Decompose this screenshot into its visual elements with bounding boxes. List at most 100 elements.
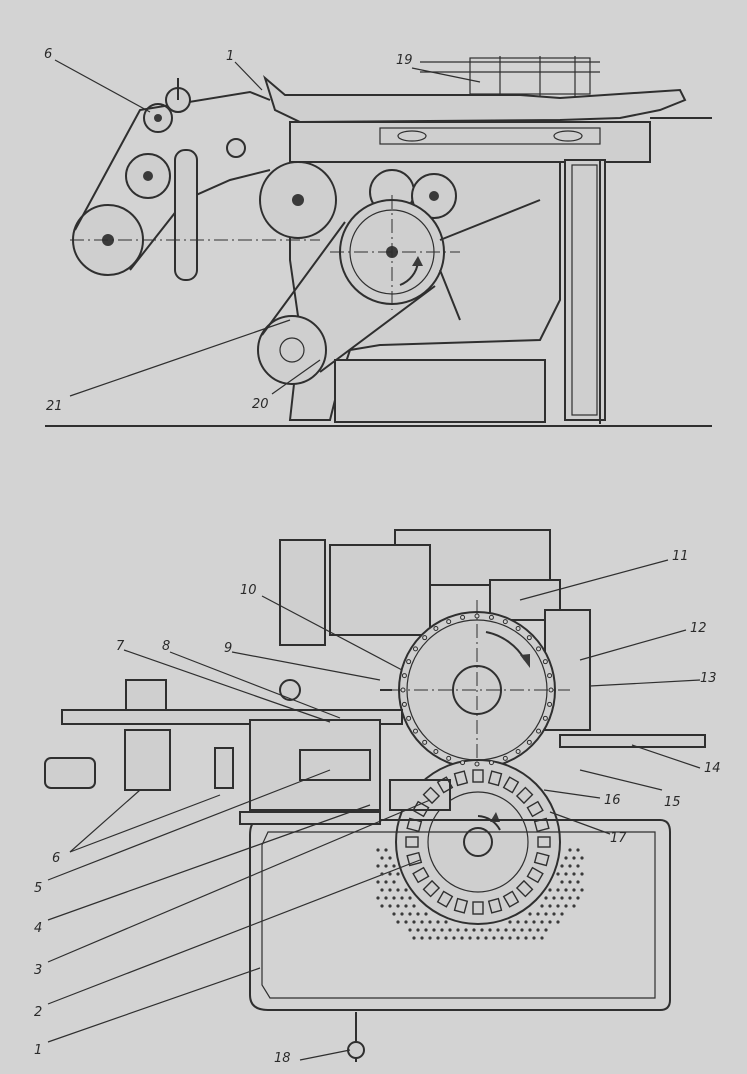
disc-cell xyxy=(533,851,550,867)
right-column-inner xyxy=(571,164,598,416)
perforation-hole xyxy=(420,920,424,924)
perforation-hole xyxy=(400,896,404,900)
lower-disc-cells xyxy=(405,769,551,915)
leader-14 xyxy=(631,744,701,769)
perforation-hole xyxy=(400,912,404,916)
perforation-hole xyxy=(452,936,456,940)
perforation-hole xyxy=(580,856,584,860)
lower-disc-hub xyxy=(463,827,493,857)
disc-cell xyxy=(453,897,469,914)
perforation-hole xyxy=(376,848,380,852)
perforation-hole xyxy=(568,864,572,868)
leader-7 xyxy=(123,649,331,723)
perforation-hole xyxy=(396,904,400,908)
disc-pin xyxy=(502,755,508,761)
perforation-hole xyxy=(492,936,496,940)
disc-cell xyxy=(537,836,551,848)
perforation-hole xyxy=(424,928,428,932)
perforation-hole xyxy=(500,936,504,940)
perforation-hole xyxy=(412,936,416,940)
perforation-pattern xyxy=(376,848,584,940)
perforation-hole xyxy=(556,920,560,924)
label-21: 21 xyxy=(46,399,63,414)
drive-arrow-head xyxy=(412,256,423,266)
perforation-hole xyxy=(560,880,564,884)
upper-table-top xyxy=(263,75,687,124)
leader-15 xyxy=(579,769,663,791)
perforation-hole xyxy=(404,904,408,908)
perforation-hole xyxy=(464,928,468,932)
label-10: 10 xyxy=(240,583,257,598)
perforation-hole xyxy=(376,864,380,868)
label-2: 2 xyxy=(34,1005,42,1020)
perforation-hole xyxy=(444,936,448,940)
left-cylinder xyxy=(214,747,234,789)
left-arm-bar-2 xyxy=(559,734,706,748)
feed-guide xyxy=(174,149,198,281)
perforation-hole xyxy=(380,904,384,908)
label-1-top: 1 xyxy=(226,49,234,64)
leader-12 xyxy=(579,629,687,661)
perforation-hole xyxy=(540,936,544,940)
perforation-hole xyxy=(568,880,572,884)
label-8: 8 xyxy=(162,639,170,654)
rail-assembly xyxy=(469,57,591,95)
perforation-hole xyxy=(392,864,396,868)
disc-pin xyxy=(400,687,406,693)
perforation-hole xyxy=(544,912,548,916)
leader-2 xyxy=(47,859,421,1005)
perforation-hole xyxy=(412,920,416,924)
label-16: 16 xyxy=(604,793,621,808)
upper-frame-slot xyxy=(379,127,601,145)
upper-slot-eye-2 xyxy=(553,130,583,142)
main-disc-pins xyxy=(400,613,554,767)
base-pedestal xyxy=(334,359,546,423)
perforation-hole xyxy=(376,880,380,884)
perforation-hole xyxy=(552,912,556,916)
roller-top-left-hub xyxy=(154,114,162,122)
lower-disc-inner xyxy=(427,791,529,893)
perforation-hole xyxy=(380,888,384,892)
left-box-1 xyxy=(125,679,167,711)
disc-cell xyxy=(472,769,484,783)
perforation-hole xyxy=(556,888,560,892)
label-4: 4 xyxy=(34,921,42,936)
perforation-hole xyxy=(476,936,480,940)
perforation-hole xyxy=(544,928,548,932)
perforation-hole xyxy=(580,872,584,876)
perforation-hole xyxy=(516,936,520,940)
disc-pin xyxy=(515,749,521,755)
disc-pin xyxy=(433,625,439,631)
disc-pin xyxy=(433,749,439,755)
perforation-hole xyxy=(564,904,568,908)
perforation-hole xyxy=(468,936,472,940)
perforation-hole xyxy=(388,904,392,908)
tension-wheel xyxy=(226,138,246,158)
perforation-hole xyxy=(580,888,584,892)
disc-pin xyxy=(547,673,553,679)
label-1-bottom: 1 xyxy=(34,1043,42,1058)
pulley-lower-hub xyxy=(279,337,305,363)
perforation-hole xyxy=(516,920,520,924)
label-14: 14 xyxy=(704,761,721,776)
disc-pin xyxy=(460,760,466,766)
disc-pin xyxy=(526,635,532,641)
label-18: 18 xyxy=(274,1051,291,1066)
leader-11 xyxy=(519,559,669,601)
disc-cell xyxy=(533,817,550,833)
disc-cell xyxy=(515,879,534,898)
perforation-hole xyxy=(412,904,416,908)
disc-pin xyxy=(412,728,418,734)
leader-16 xyxy=(543,789,601,799)
perforation-hole xyxy=(520,928,524,932)
pulley-lower xyxy=(257,315,327,385)
tie-rod-2 xyxy=(439,269,461,321)
disc-cell xyxy=(487,897,503,914)
disc-cell xyxy=(436,776,454,794)
disc-pin xyxy=(542,715,548,721)
perforation-hole xyxy=(568,896,572,900)
leader-1-top xyxy=(234,61,263,91)
side-elevation-view: 6 1 19 21 20 xyxy=(44,47,712,427)
disc-cell xyxy=(453,770,469,787)
